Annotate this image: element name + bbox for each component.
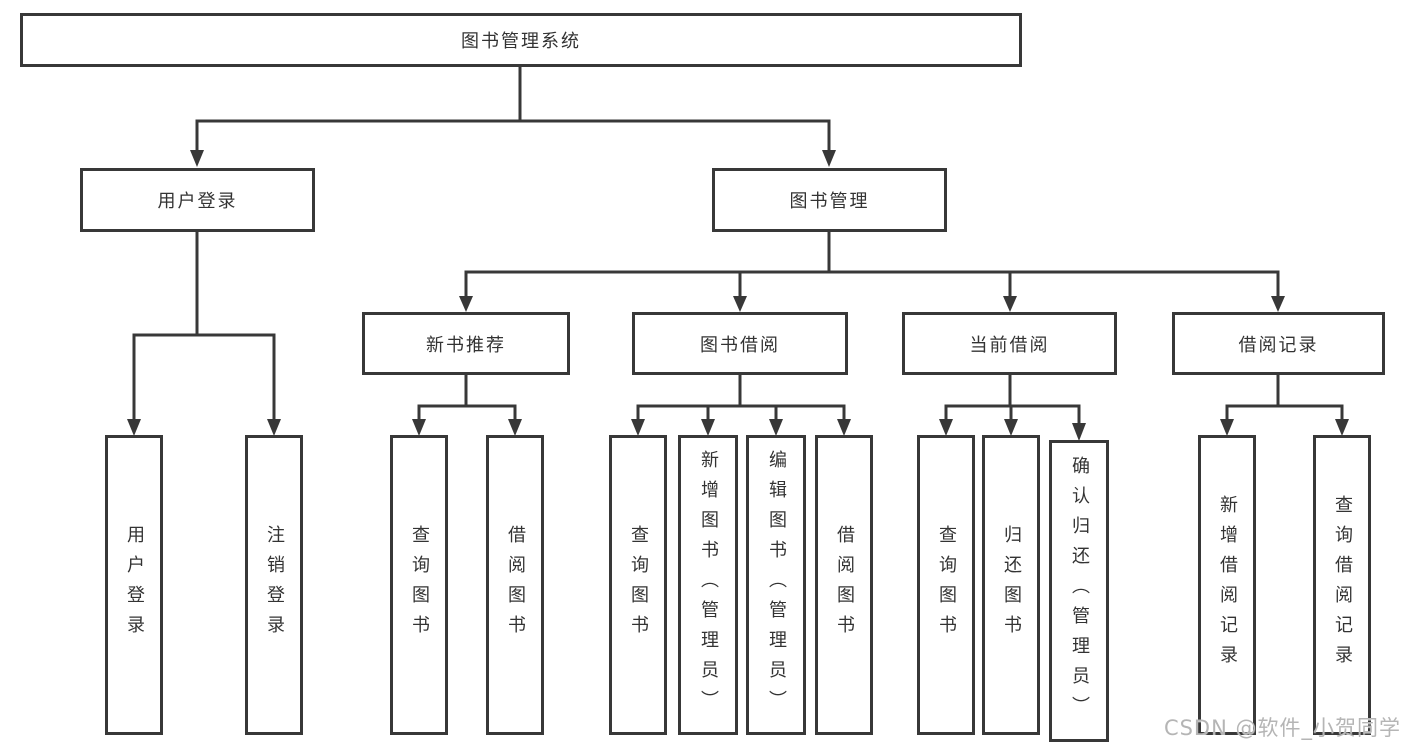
- node-confirm-return-admin: 确认归还（管理员）: [1049, 440, 1109, 742]
- node-query-books-borrowing: 查询图书: [609, 435, 667, 735]
- node-label: 借阅图书: [505, 525, 526, 645]
- node-current-borrowing: 当前借阅: [902, 312, 1117, 375]
- node-label: 编辑图书（管理员）: [766, 450, 787, 720]
- node-label: 图书借阅: [700, 334, 780, 356]
- node-user-login: 用户登录: [105, 435, 163, 735]
- node-edit-book-admin: 编辑图书（管理员）: [746, 435, 806, 735]
- node-query-books-recommend: 查询图书: [390, 435, 448, 735]
- node-label: 查询图书: [936, 525, 957, 645]
- node-label: 新增借阅记录: [1217, 495, 1238, 675]
- node-label: 归还图书: [1001, 525, 1022, 645]
- node-book-management-module: 图书管理: [712, 168, 947, 232]
- node-query-books-current: 查询图书: [917, 435, 975, 735]
- node-borrowing-records: 借阅记录: [1172, 312, 1385, 375]
- node-logout: 注销登录: [245, 435, 303, 735]
- node-add-borrow-record: 新增借阅记录: [1198, 435, 1256, 735]
- node-borrow-books-recommend: 借阅图书: [486, 435, 544, 735]
- node-label: 图书管理系统: [461, 31, 581, 52]
- node-label: 新书推荐: [426, 334, 506, 356]
- node-label: 用户登录: [124, 525, 145, 645]
- node-label: 注销登录: [264, 525, 285, 645]
- node-label: 确认归还（管理员）: [1069, 456, 1090, 726]
- node-label: 当前借阅: [969, 334, 1050, 356]
- node-label: 查询借阅记录: [1332, 495, 1353, 675]
- node-add-book-admin: 新增图书（管理员）: [678, 435, 738, 735]
- node-book-borrowing: 图书借阅: [632, 312, 848, 375]
- node-label: 用户登录: [157, 191, 238, 212]
- node-borrow-books: 借阅图书: [815, 435, 873, 735]
- node-user-login-module: 用户登录: [80, 168, 315, 232]
- node-label: 图书管理: [789, 191, 870, 212]
- node-library-management-system: 图书管理系统: [20, 13, 1022, 67]
- node-label: 新增图书（管理员）: [698, 450, 719, 720]
- csdn-watermark: CSDN @软件_小贺同学: [1163, 716, 1401, 740]
- node-label: 借阅图书: [834, 525, 855, 645]
- node-query-borrow-record: 查询借阅记录: [1313, 435, 1371, 735]
- node-return-book: 归还图书: [982, 435, 1040, 735]
- node-new-book-recommendation: 新书推荐: [362, 312, 570, 375]
- node-label: 查询图书: [628, 525, 649, 645]
- node-label: 借阅记录: [1238, 334, 1319, 356]
- node-label: 查询图书: [409, 525, 430, 645]
